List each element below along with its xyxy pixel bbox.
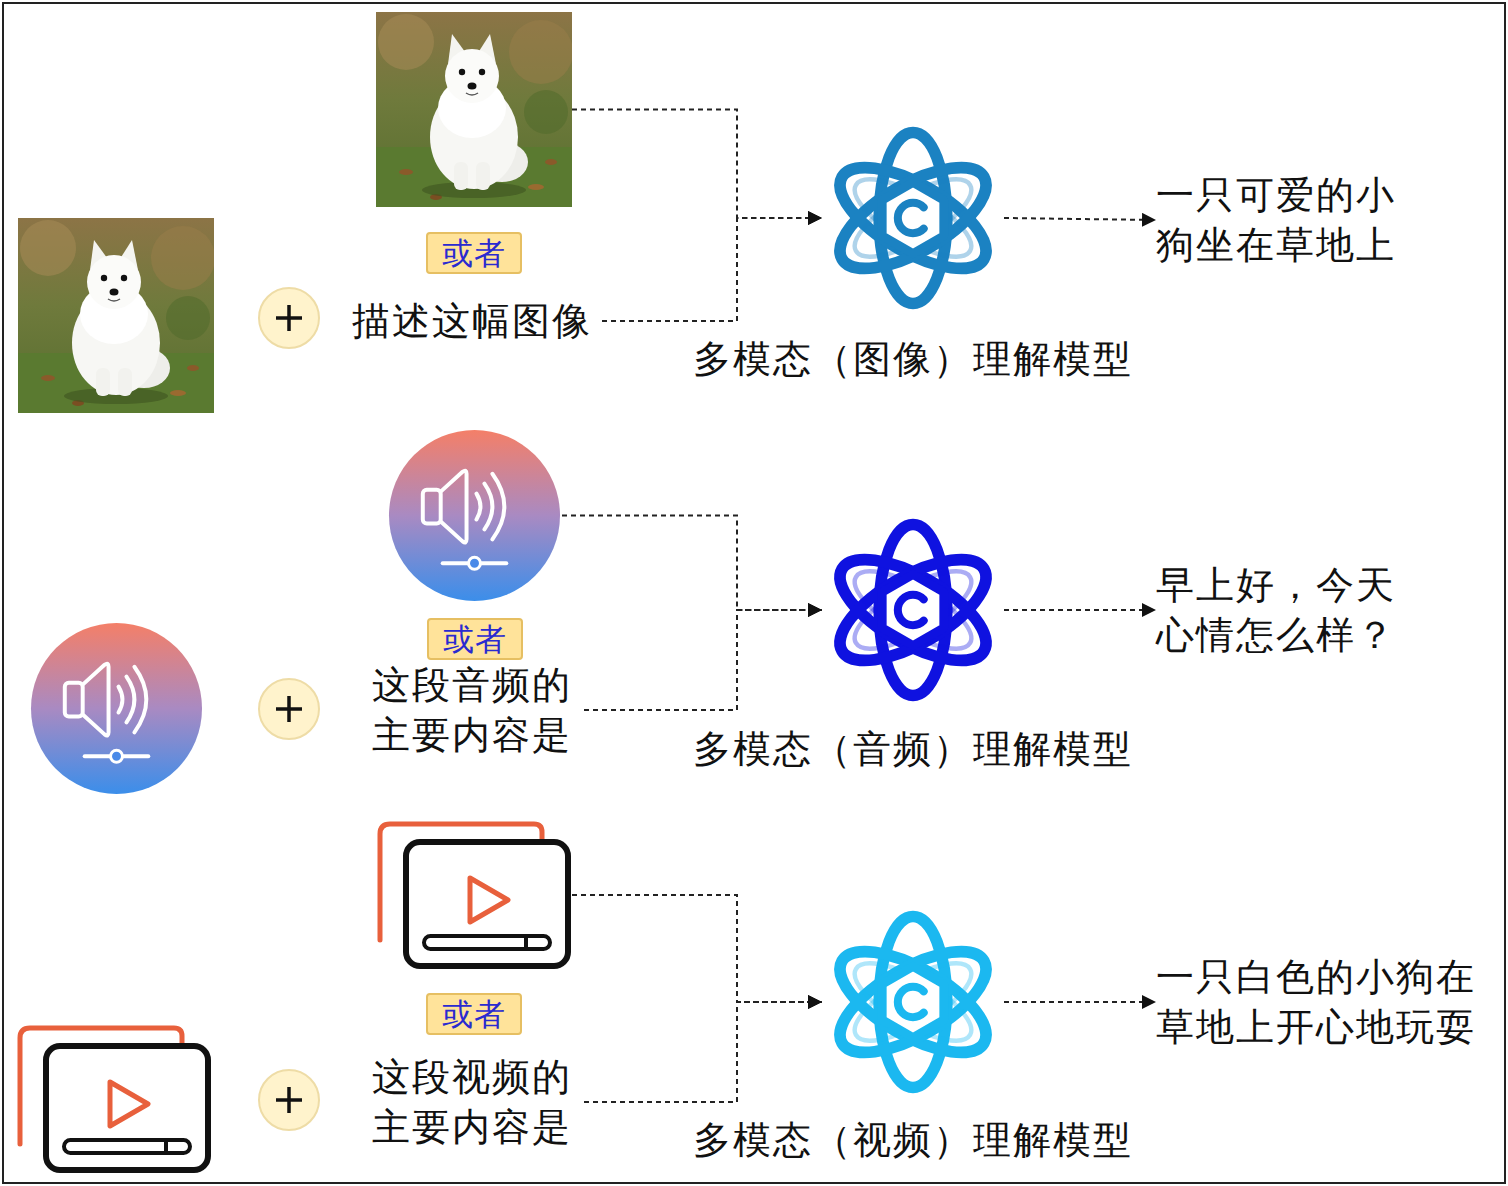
prompt-text: 这段音频的 主要内容是 [372, 660, 584, 760]
dashed-connector [584, 610, 822, 710]
model-caption: 多模态（图像）理解模型 [693, 337, 1133, 381]
audio-input: 或者 [387, 428, 562, 603]
prompt-text: 这段视频的 主要内容是 [372, 1052, 584, 1152]
video-icon [380, 824, 568, 966]
plus-symbol [259, 1070, 319, 1130]
audio-icon [31, 623, 202, 794]
dashed-connector [1004, 218, 1156, 220]
dog-photo [376, 12, 573, 207]
model-caption: 多模态（音频）理解模型 [693, 727, 1133, 771]
model-icon [825, 524, 1001, 695]
prompt-text: 这段音频的 主要内容是 [372, 660, 584, 760]
model-icon [825, 916, 1001, 1087]
output-text: 一只可爱的小 狗坐在草地上 [1156, 170, 1406, 270]
dog-photo [18, 218, 215, 413]
output-text: 早上好，今天 心情怎么样？ [1156, 560, 1406, 660]
audio-icon [389, 430, 560, 601]
or-badge: 或者 [427, 618, 523, 660]
dashed-connector [572, 895, 822, 1002]
dashed-connector [602, 218, 822, 321]
plus-symbol [259, 679, 319, 739]
output-text: 一只白色的小狗在 草地上开心地玩耍 [1156, 952, 1491, 1052]
model-caption: 多模态（视频）理解模型 [693, 1118, 1133, 1162]
model-node: 多模态（视频）理解模型 [822, 904, 1004, 1100]
dashed-connector [562, 516, 822, 611]
video-input: 或者 [376, 820, 572, 970]
dashed-connector [572, 110, 822, 219]
or-badge: 或者 [426, 993, 522, 1035]
output-text: 早上好，今天 心情怎么样？ [1156, 560, 1406, 660]
prompt-text: 描述这幅图像 [352, 296, 602, 346]
or-badge: 或者 [426, 232, 522, 274]
video-icon [20, 1028, 208, 1170]
dashed-connector [584, 1002, 822, 1102]
model-icon [825, 132, 1001, 303]
plus-symbol [259, 288, 319, 348]
outer-frame [3, 3, 1505, 1183]
prompt-text: 描述这幅图像 [352, 296, 602, 346]
model-node: 多模态（图像）理解模型 [822, 120, 1004, 316]
prompt-text: 这段视频的 主要内容是 [372, 1052, 584, 1152]
dashed-connector [1004, 1001, 1156, 1003]
dashed-connector [1004, 609, 1156, 611]
image-input: 或者 [376, 12, 572, 207]
output-text: 一只白色的小狗在 草地上开心地玩耍 [1156, 952, 1491, 1052]
output-text: 一只可爱的小 狗坐在草地上 [1156, 170, 1406, 270]
model-node: 多模态（音频）理解模型 [822, 512, 1004, 708]
